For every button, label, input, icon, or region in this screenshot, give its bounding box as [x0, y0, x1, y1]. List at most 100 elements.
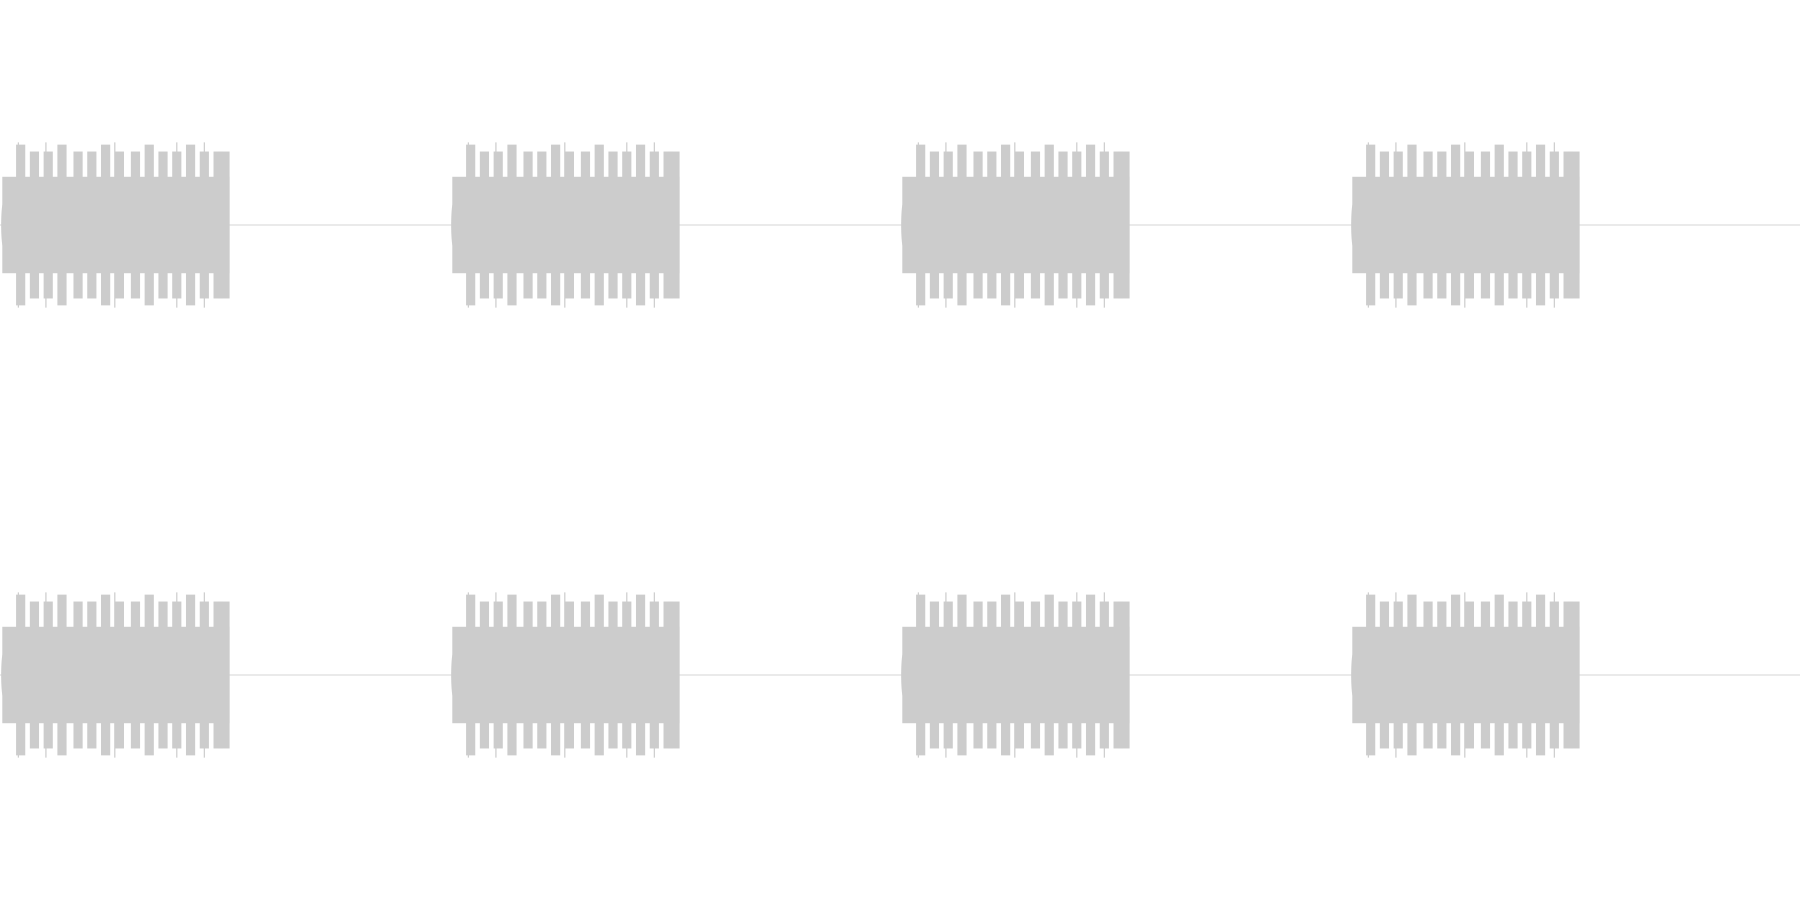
- burst-tooth-lower: [1423, 270, 1433, 299]
- burst-edge: [218, 151, 230, 299]
- burst-tooth-lower: [57, 720, 67, 756]
- burst-tooth-lower: [1058, 720, 1068, 749]
- burst-tooth-upper: [608, 151, 618, 180]
- burst-tooth-upper: [564, 151, 574, 180]
- burst-tooth-lower: [466, 270, 476, 306]
- burst-tooth-upper: [1113, 151, 1123, 180]
- burst-tooth-upper: [943, 601, 953, 630]
- burst-tooth-upper: [1014, 601, 1024, 630]
- burst-tooth-lower: [493, 720, 503, 749]
- burst-tooth-lower: [29, 720, 40, 749]
- burst-tooth-lower: [130, 720, 141, 749]
- burst-tooth-lower: [987, 720, 997, 749]
- burst-4: [1351, 142, 1580, 308]
- burst-tooth-upper: [1451, 144, 1461, 180]
- burst-tooth-upper: [466, 144, 476, 180]
- burst-tooth-lower: [551, 720, 561, 756]
- burst-tooth-lower: [537, 270, 547, 299]
- waveform-track-2: [0, 592, 1800, 758]
- burst-tooth-lower: [507, 720, 517, 756]
- burst-tooth-lower: [87, 720, 97, 749]
- burst-tooth-upper: [1423, 151, 1433, 180]
- burst-tooth-lower: [1480, 270, 1491, 299]
- burst-tooth-lower: [1366, 270, 1376, 306]
- burst-tooth-upper: [537, 151, 547, 180]
- burst-tooth-lower: [158, 270, 168, 299]
- burst-tooth-lower: [158, 720, 168, 749]
- burst-tooth-upper: [523, 151, 533, 180]
- burst-tooth-upper: [16, 594, 26, 630]
- burst-tooth-upper: [1508, 151, 1518, 180]
- burst-3: [901, 142, 1130, 308]
- burst-tooth-upper: [580, 601, 591, 630]
- burst-tooth-lower: [43, 720, 53, 749]
- burst-tooth-lower: [1085, 720, 1096, 756]
- burst-tooth-upper: [29, 601, 40, 630]
- burst-tooth-upper: [635, 144, 646, 180]
- burst-tooth-upper: [213, 151, 223, 180]
- burst-tooth-upper: [987, 601, 997, 630]
- burst-tooth-upper: [87, 601, 97, 630]
- burst-tooth-upper: [929, 151, 940, 180]
- burst-body: [1352, 176, 1580, 274]
- burst-tooth-lower: [1001, 720, 1011, 756]
- burst-tooth-lower: [1030, 720, 1041, 749]
- burst-tooth-upper: [1535, 594, 1546, 630]
- burst-edge: [668, 601, 680, 749]
- burst-edge: [1118, 601, 1130, 749]
- burst-tooth-upper: [1535, 144, 1546, 180]
- burst-2: [451, 142, 680, 308]
- burst-tooth-upper: [479, 151, 490, 180]
- burst-tooth-upper: [101, 144, 111, 180]
- burst-tooth-lower: [1366, 720, 1376, 756]
- burst-edge: [1568, 601, 1580, 749]
- burst-tooth-lower: [101, 720, 111, 756]
- burst-tooth-lower: [594, 720, 604, 756]
- burst-tooth-upper: [1058, 151, 1068, 180]
- burst-tooth-lower: [608, 720, 618, 749]
- burst-tooth-upper: [537, 601, 547, 630]
- burst-tooth-upper: [158, 601, 168, 630]
- burst-tooth-lower: [101, 270, 111, 306]
- burst-tooth-lower: [1535, 720, 1546, 756]
- burst-body: [1352, 626, 1580, 724]
- burst-tooth-lower: [916, 270, 926, 306]
- burst-tooth-lower: [987, 270, 997, 299]
- burst-tooth-upper: [1494, 144, 1504, 180]
- burst-tooth-upper: [130, 601, 141, 630]
- burst-tooth-upper: [1014, 151, 1024, 180]
- burst-tooth-lower: [144, 270, 154, 306]
- burst-tooth-lower: [635, 270, 646, 306]
- burst-tooth-lower: [580, 720, 591, 749]
- burst-body: [902, 176, 1130, 274]
- burst-cap: [901, 652, 906, 698]
- burst-tooth-lower: [479, 720, 490, 749]
- burst-tooth-upper: [1366, 144, 1376, 180]
- burst-tooth-upper: [158, 151, 168, 180]
- burst-tooth-lower: [523, 270, 533, 299]
- burst-1: [1, 142, 230, 308]
- burst-tooth-upper: [1379, 151, 1390, 180]
- burst-cap: [451, 652, 456, 698]
- burst-tooth-lower: [916, 720, 926, 756]
- burst-tooth-lower: [479, 270, 490, 299]
- burst-tooth-upper: [1366, 594, 1376, 630]
- burst-cap: [901, 202, 906, 248]
- burst-tooth-lower: [1113, 720, 1123, 749]
- burst-tooth-upper: [213, 601, 223, 630]
- burst-tooth-upper: [1437, 151, 1447, 180]
- burst-tooth-lower: [213, 270, 223, 299]
- burst-tooth-upper: [1508, 601, 1518, 630]
- burst-1: [1, 592, 230, 758]
- burst-tooth-lower: [1494, 720, 1504, 756]
- burst-tooth-upper: [1393, 151, 1403, 180]
- burst-tooth-upper: [594, 144, 604, 180]
- burst-tooth-upper: [523, 601, 533, 630]
- burst-tooth-lower: [635, 720, 646, 756]
- burst-tooth-lower: [1535, 270, 1546, 306]
- burst-tooth-lower: [523, 720, 533, 749]
- burst-tooth-lower: [87, 270, 97, 299]
- burst-tooth-lower: [73, 720, 83, 749]
- burst-tooth-lower: [1423, 720, 1433, 749]
- burst-tooth-upper: [564, 601, 574, 630]
